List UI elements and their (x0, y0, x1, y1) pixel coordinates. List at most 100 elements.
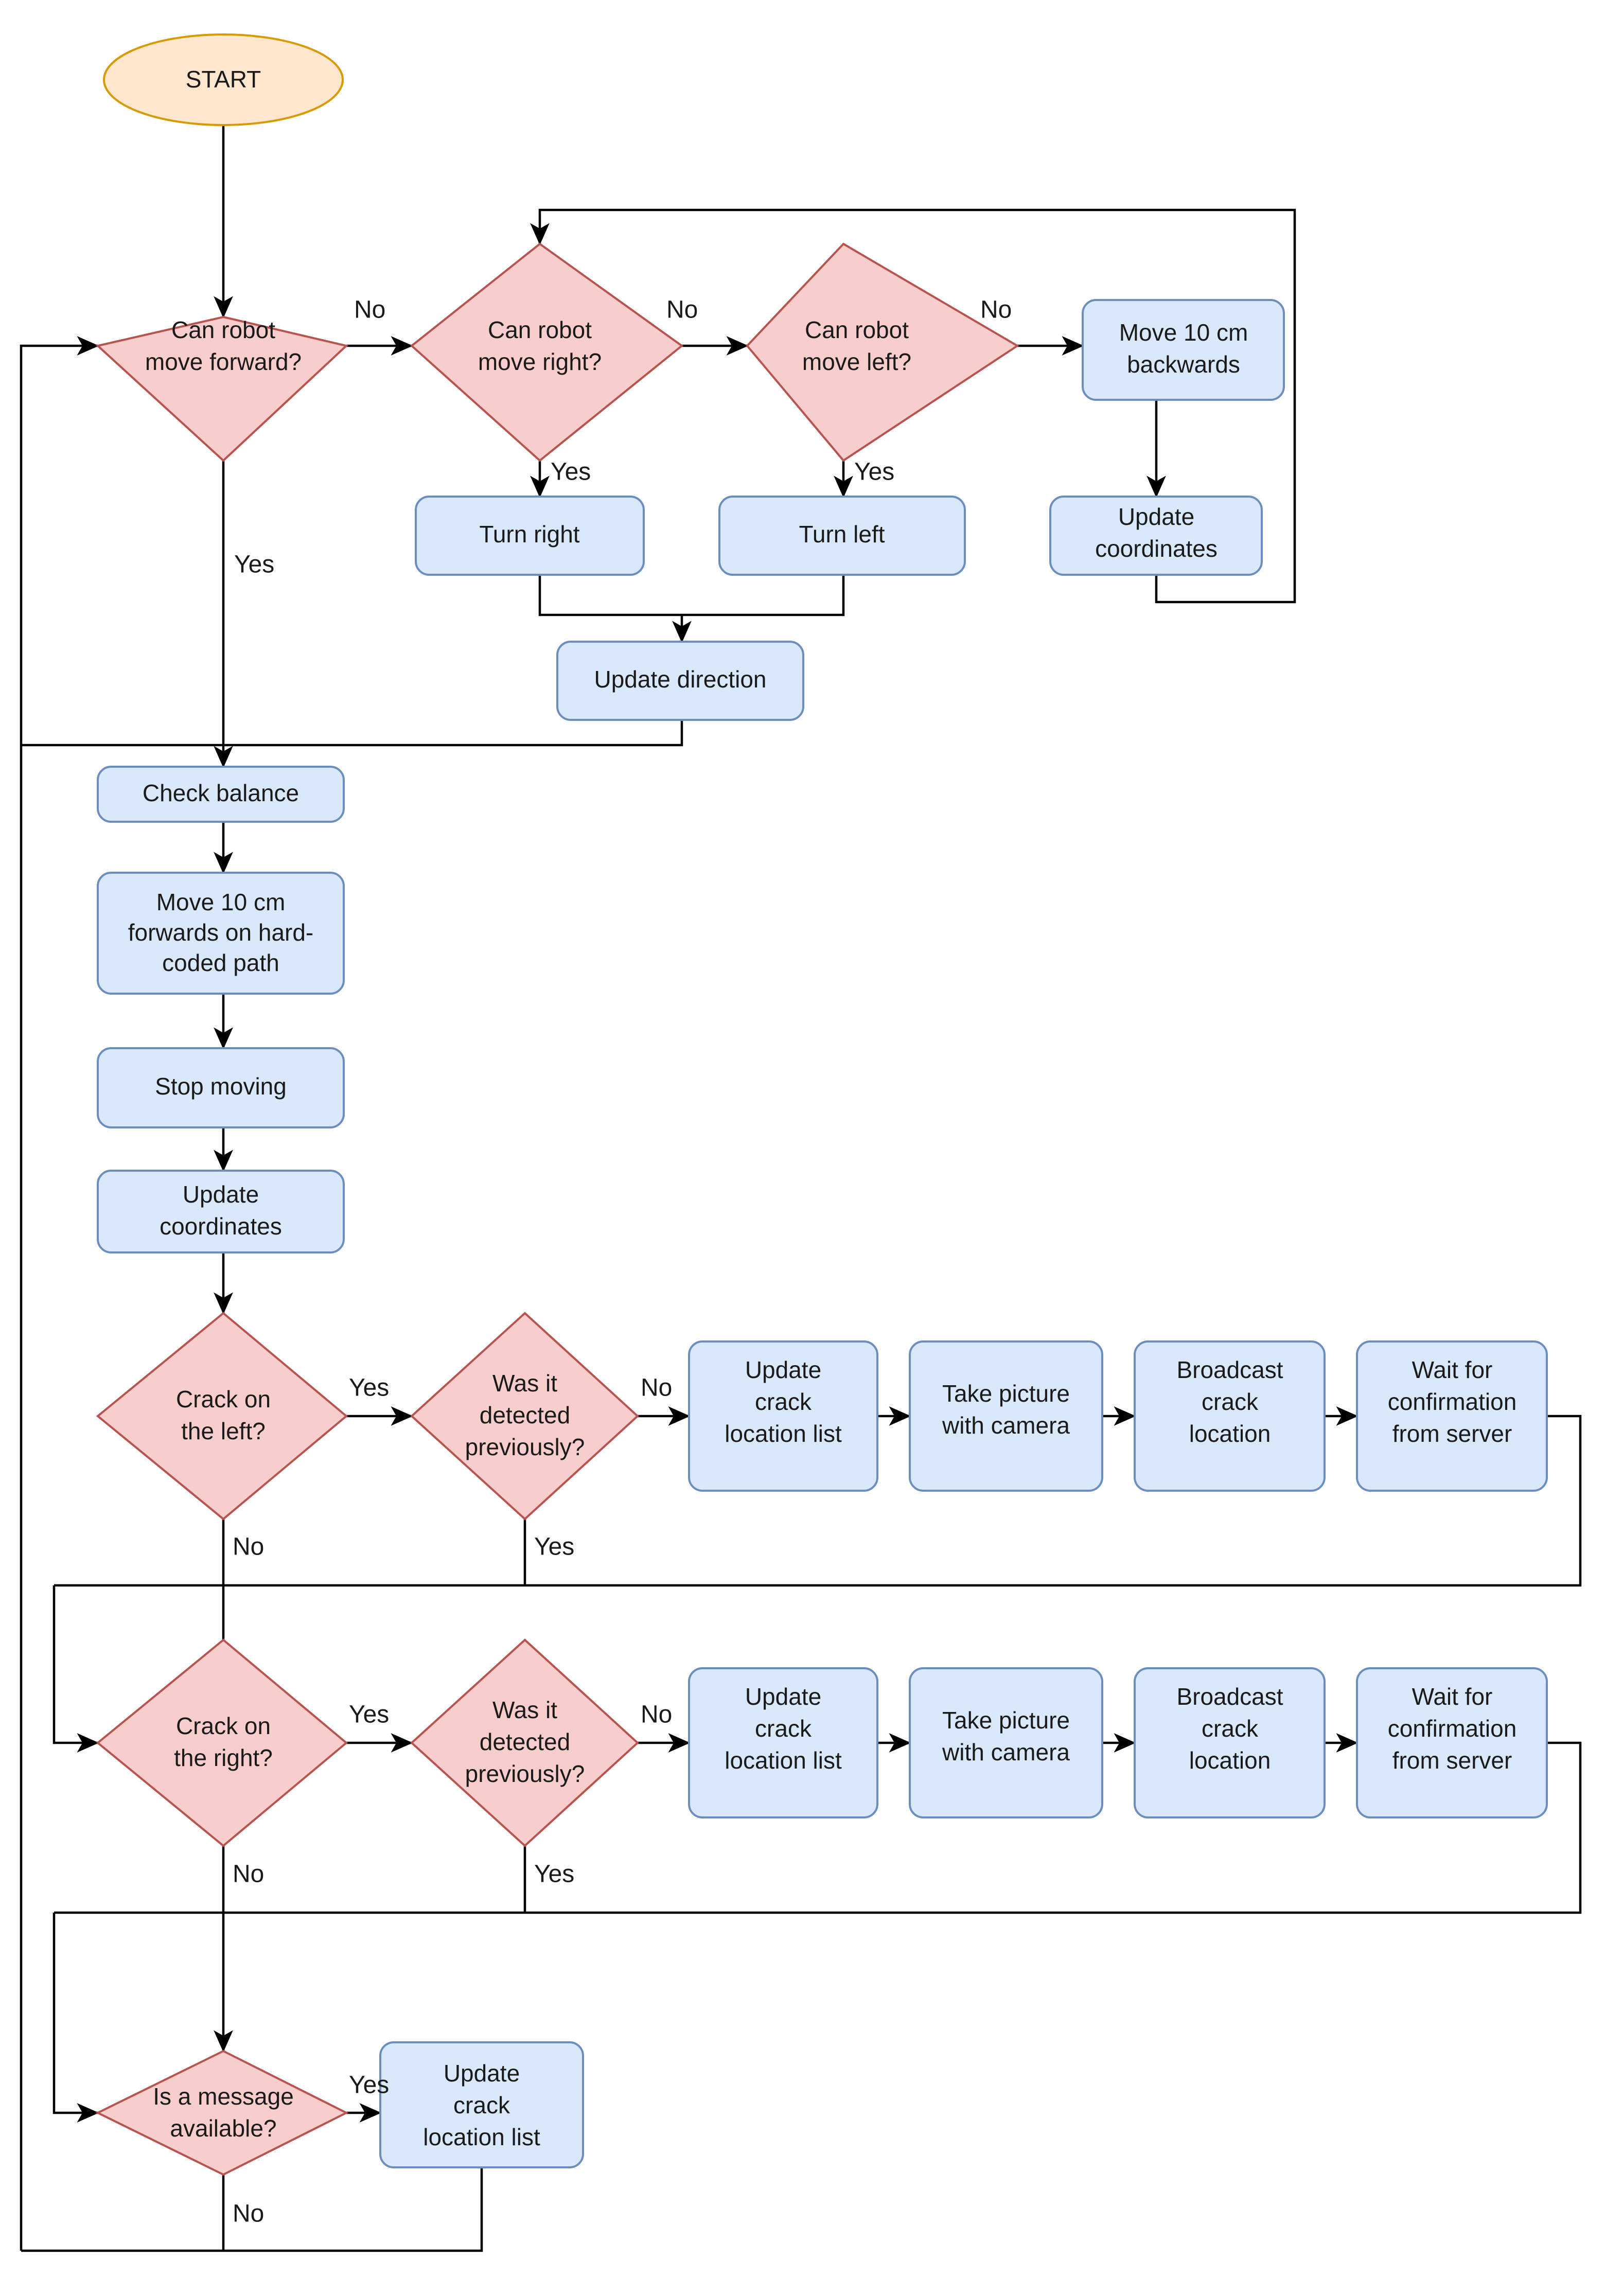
node-take-picture-right[interactable]: Take picture with camera (909, 1667, 1103, 1818)
crack-on-left-label-1: Crack on (176, 1386, 271, 1412)
update-crack-list-left-label-2: crack (755, 1388, 812, 1415)
update-coordinates-main-label-1: Update (183, 1181, 259, 1208)
update-crack-list-message-label-3: location list (423, 2124, 540, 2150)
update-coordinates-main-shape (97, 1170, 345, 1253)
broadcast-left-label-2: crack (1202, 1388, 1259, 1415)
node-detected-previously-left[interactable]: Was it detected previously? (410, 1312, 639, 1521)
can-move-forward-label-1: Can robot (171, 316, 275, 343)
turn-left-label: Turn left (799, 521, 885, 547)
check-balance-shape (97, 766, 345, 823)
node-take-picture-left[interactable]: Take picture with camera (909, 1340, 1103, 1492)
node-message-available[interactable]: Is a message available? (95, 2050, 349, 2176)
broadcast-left-label-1: Broadcast (1176, 1356, 1283, 1383)
move-forwards-label-3: coded path (162, 949, 279, 976)
node-update-coordinates-main[interactable]: Update coordinates (97, 1170, 345, 1253)
edge-label-detected-right-no: No (641, 1701, 672, 1728)
update-crack-list-message-label-1: Update (444, 2060, 520, 2087)
detected-previously-left-label-1: Was it (492, 1370, 557, 1397)
broadcast-right-label-3: location (1189, 1747, 1271, 1774)
edge-label-message-yes: Yes (349, 2072, 389, 2099)
edge-update-coords-top-loopback (530, 208, 1296, 604)
node-move-backwards[interactable]: Move 10 cm backwards (1082, 299, 1285, 401)
node-broadcast-right[interactable]: Broadcast crack location (1134, 1667, 1326, 1818)
node-detected-previously-right[interactable]: Was it detected previously? (410, 1638, 639, 1847)
take-picture-right-label-2: with camera (942, 1739, 1070, 1765)
can-move-right-label-2: move right? (478, 348, 602, 375)
stop-moving-label: Stop moving (155, 1073, 287, 1100)
can-move-right-label-1: Can robot (488, 316, 592, 343)
node-crack-on-left[interactable]: Crack on the left? (96, 1312, 348, 1521)
wait-confirmation-right-label-3: from server (1392, 1747, 1512, 1774)
edge-loop-into-crack-right (52, 1585, 99, 1753)
update-crack-list-left-label-1: Update (745, 1356, 821, 1383)
wait-confirmation-right-label-2: confirmation (1388, 1715, 1517, 1742)
edge-label-crack-right-no: No (233, 1861, 264, 1888)
update-crack-list-right-label-3: location list (725, 1747, 842, 1774)
can-move-forward-label-2: move forward? (145, 348, 302, 375)
crack-on-right-label-2: the right? (174, 1744, 273, 1771)
node-can-move-forward[interactable]: Can robot move forward? (95, 315, 349, 462)
message-available-label-2: available? (170, 2115, 276, 2142)
turn-left-shape (718, 496, 966, 576)
can-move-left-shape (746, 242, 1019, 462)
stop-moving-shape (97, 1047, 345, 1128)
node-stop-moving[interactable]: Stop moving (97, 1047, 345, 1128)
edge-left-spine-to-can-forward (20, 336, 99, 745)
wait-confirmation-left-label-2: confirmation (1388, 1388, 1517, 1415)
node-can-move-right[interactable]: Can robot move right? (410, 242, 684, 462)
detected-previously-right-label-1: Was it (492, 1697, 557, 1723)
node-update-direction[interactable]: Update direction (556, 641, 804, 721)
take-picture-right-shape (909, 1667, 1103, 1818)
edge-wait-conf-right-to-message (54, 1741, 1582, 1914)
take-picture-left-shape (909, 1340, 1103, 1492)
broadcast-right-label-1: Broadcast (1176, 1683, 1283, 1710)
wait-confirmation-right-label-1: Wait for (1412, 1683, 1493, 1710)
detected-previously-right-label-3: previously? (465, 1760, 585, 1787)
can-move-left-label-2: move left? (802, 348, 911, 375)
update-coordinates-top-label-2: coordinates (1095, 535, 1218, 562)
edge-label-detected-left-yes: Yes (534, 1533, 574, 1561)
node-turn-left[interactable]: Turn left (718, 496, 966, 576)
turn-right-shape (415, 496, 645, 576)
wait-confirmation-left-shape (1356, 1340, 1548, 1492)
turn-right-label: Turn right (479, 521, 579, 547)
crack-on-right-label-1: Crack on (176, 1712, 271, 1739)
edge-label-right-yes: Yes (551, 458, 591, 486)
update-direction-shape (556, 641, 804, 721)
message-available-label-1: Is a message (153, 2083, 294, 2110)
edge-label-right-no: No (666, 296, 698, 324)
node-move-forwards[interactable]: Move 10 cm forwards on hard- coded path (97, 872, 345, 995)
take-picture-left-label-1: Take picture (942, 1380, 1070, 1407)
node-update-crack-list-message[interactable]: Update crack location list (379, 2041, 584, 2168)
node-broadcast-left[interactable]: Broadcast crack location (1134, 1340, 1326, 1492)
edge-wait-conf-left-to-crack-right (54, 1415, 1582, 1587)
update-crack-list-message-shape (379, 2041, 584, 2168)
broadcast-right-shape (1134, 1667, 1326, 1818)
node-wait-confirmation-right[interactable]: Wait for confirmation from server (1356, 1667, 1548, 1818)
move-backwards-label-2: backwards (1127, 351, 1240, 378)
crack-on-right-shape (96, 1638, 348, 1847)
node-update-crack-list-left[interactable]: Update crack location list (688, 1340, 878, 1492)
node-start[interactable]: START (103, 33, 344, 126)
take-picture-right-label-1: Take picture (942, 1707, 1070, 1734)
wait-confirmation-left-label-3: from server (1392, 1420, 1512, 1447)
wait-confirmation-right-shape (1356, 1667, 1548, 1818)
node-check-balance[interactable]: Check balance (97, 766, 345, 823)
update-crack-list-left-shape (688, 1340, 878, 1492)
node-turn-right[interactable]: Turn right (415, 496, 645, 576)
node-update-crack-list-right[interactable]: Update crack location list (688, 1667, 878, 1818)
move-forwards-shape (97, 872, 345, 995)
node-wait-confirmation-left[interactable]: Wait for confirmation from server (1356, 1340, 1548, 1492)
node-update-coordinates-top[interactable]: Update coordinates (1049, 496, 1263, 576)
broadcast-left-shape (1134, 1340, 1326, 1492)
update-crack-list-right-shape (688, 1667, 878, 1818)
edge-label-forward-yes: Yes (234, 551, 274, 578)
node-crack-on-right[interactable]: Crack on the right? (96, 1638, 348, 1847)
node-can-move-left[interactable]: Can robot move left? (746, 242, 1019, 462)
crack-on-left-label-2: the left? (181, 1418, 266, 1444)
edge-update-direction-to-main-column (21, 720, 683, 747)
start-shape (103, 33, 344, 126)
edge-turn-left-to-update-direction (682, 575, 845, 616)
take-picture-left-label-2: with camera (942, 1412, 1070, 1439)
